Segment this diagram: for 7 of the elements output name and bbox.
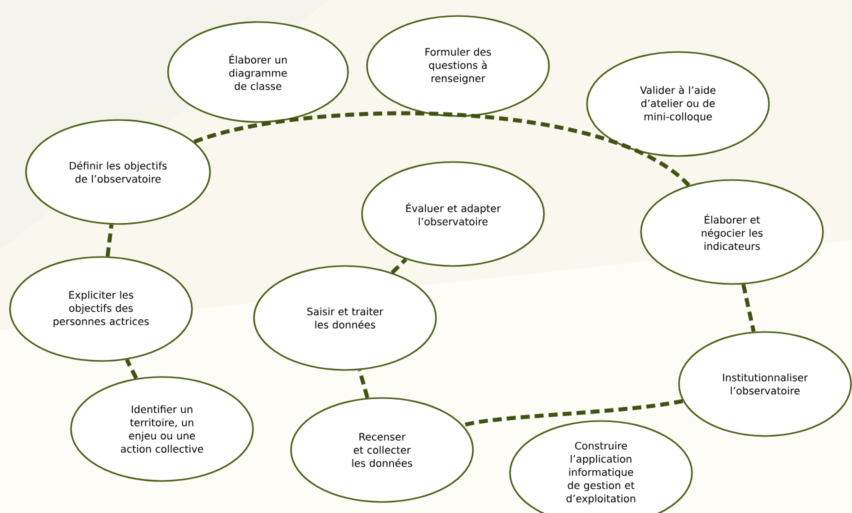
dashed-connector xyxy=(194,111,690,187)
dashed-connector xyxy=(741,284,756,332)
dashed-connector xyxy=(390,258,408,274)
dashed-connector xyxy=(462,399,684,428)
dashed-connector xyxy=(358,370,370,398)
dashed-connector xyxy=(106,224,114,257)
dashed-connector xyxy=(124,358,138,380)
